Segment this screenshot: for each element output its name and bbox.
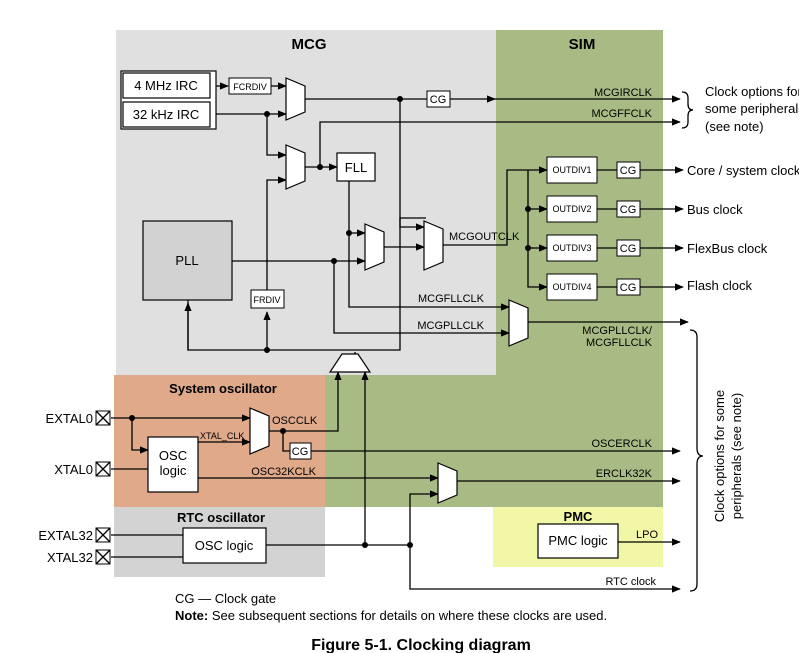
irc-mux (285, 77, 306, 121)
flexbus-clock-cg-label: CG (620, 243, 637, 255)
osc-logic-label-2: logic (160, 463, 187, 478)
mcgirclk-label: MCGIRCLK (594, 87, 653, 99)
pin-xtal0 (95, 461, 111, 477)
extal0-label: EXTAL0 (46, 411, 93, 426)
irc-32khz-label: 32 kHz IRC (133, 107, 199, 122)
frdiv-block (250, 289, 285, 309)
mcgfllclk-label: MCGFLLCLK (418, 293, 485, 305)
pin-extal32 (95, 527, 111, 543)
xtal-clk-label: XTAL_CLK (200, 431, 244, 441)
core-system-clock-label: Core / system clock (687, 163, 799, 178)
fcrdiv-label: FCRDIV (233, 82, 267, 92)
osc32kclk-label: OSC32KCLK (251, 466, 316, 478)
xtal0-label: XTAL0 (54, 462, 93, 477)
fll-label: FLL (345, 160, 367, 175)
flexbus-clock-cg (616, 239, 641, 257)
vertical-clock-options-label-2: peripherals (see note) (729, 393, 744, 519)
outdiv1-label: OUTDIV1 (552, 165, 591, 175)
fll-block (336, 152, 376, 182)
wires (111, 82, 689, 593)
legend-note-text: See subsequent sections for details on w… (208, 608, 607, 623)
mcgpllclk-mcgfllclk-mux (508, 299, 529, 347)
flexbus-clock-label: FlexBus clock (687, 241, 768, 256)
pmc-title: PMC (564, 509, 594, 524)
fll-ref-mux (285, 144, 306, 190)
mcgpllclk-mux-label-2: MCGFLLCLK (586, 337, 653, 349)
pin-extal0 (95, 410, 111, 426)
pmc-logic-block (537, 523, 619, 559)
mcgirclk-cg-label: CG (430, 94, 447, 106)
outdiv2-label: OUTDIV2 (552, 204, 591, 214)
outdiv4-block (546, 273, 598, 301)
system-oscillator-title: System oscillator (169, 381, 277, 396)
flash-clock-cg-label: CG (620, 282, 637, 294)
mcgpllclk-mux-label-1: MCGPLLCLK/ (582, 325, 653, 337)
mcg-title: MCG (292, 36, 327, 53)
oscclk-mux (249, 407, 270, 455)
vertical-clock-options-text: Clock options for some peripherals (see … (712, 390, 744, 522)
bus-clock-cg (616, 200, 641, 218)
sim-region (325, 30, 663, 507)
figure-caption: Figure 5-1. Clocking diagram (311, 637, 531, 653)
mcgoutclk-label: MCGOUTCLK (449, 231, 520, 243)
outdiv3-label: OUTDIV3 (552, 243, 591, 253)
osc-logic-label-1: OSC (159, 448, 187, 463)
mcgffclk-label: MCGFFCLK (592, 108, 653, 120)
rtc-clock-label: RTC clock (605, 576, 656, 588)
oscerclk-cg-label: CG (292, 446, 309, 458)
vertical-clock-options-label-1: Clock options for some (712, 390, 727, 522)
top-brace (681, 91, 694, 129)
right-brace (689, 329, 704, 592)
clock-options-label-3: (see note) (705, 119, 764, 134)
irc-4mhz-block (122, 72, 211, 99)
rtc-osc-logic-label: OSC logic (195, 538, 254, 553)
erclk32k-label: ERCLK32K (596, 468, 653, 480)
junction-dots (129, 96, 531, 548)
lpo-label: LPO (636, 529, 658, 541)
outdiv2-block (546, 195, 598, 223)
legend-note: Note: See subsequent sections for detail… (175, 608, 607, 623)
mcgoutclk-mux (423, 220, 444, 271)
core-clock-cg-label: CG (620, 165, 637, 177)
bus-clock-cg-label: CG (620, 204, 637, 216)
legend-note-label: Note: (175, 608, 208, 623)
flash-clock-label: Flash clock (687, 278, 753, 293)
outdiv1-block (546, 156, 598, 184)
pll-fll-select-mux (364, 223, 385, 271)
clock-options-label-1: Clock options for (705, 84, 799, 99)
external-ref-mux (328, 353, 372, 373)
irc-32khz-block (122, 101, 211, 128)
pin-xtal32 (95, 549, 111, 565)
pll-label: PLL (175, 253, 198, 268)
frdiv-label: FRDIV (254, 295, 281, 305)
erclk32k-mux (437, 462, 458, 504)
extal32-label: EXTAL32 (38, 528, 93, 543)
clock-options-label-2: some peripherals (705, 101, 799, 116)
outdiv3-block (546, 234, 598, 262)
rtc-osc-logic-block (182, 527, 267, 564)
pll-block (142, 220, 233, 301)
pmc-logic-label: PMC logic (548, 533, 608, 548)
bus-clock-label: Bus clock (687, 202, 743, 217)
flash-clock-cg (616, 278, 641, 296)
fcrdiv-block (228, 77, 272, 95)
mcgpllclk-label: MCGPLLCLK (417, 320, 484, 332)
legend-cg: CG — Clock gate (175, 591, 276, 606)
rtc-oscillator-title: RTC oscillator (177, 510, 265, 525)
oscclk-label: OSCCLK (272, 415, 318, 427)
xtal32-label: XTAL32 (47, 550, 93, 565)
sim-title: SIM (569, 36, 596, 53)
mcgirclk-cg (426, 90, 451, 108)
outdiv4-label: OUTDIV4 (552, 282, 591, 292)
oscerclk-label: OSCERCLK (591, 438, 652, 450)
irc-4mhz-label: 4 MHz IRC (134, 78, 198, 93)
core-clock-cg (616, 161, 641, 179)
osc-logic-block (147, 436, 199, 493)
oscerclk-cg (289, 442, 312, 460)
